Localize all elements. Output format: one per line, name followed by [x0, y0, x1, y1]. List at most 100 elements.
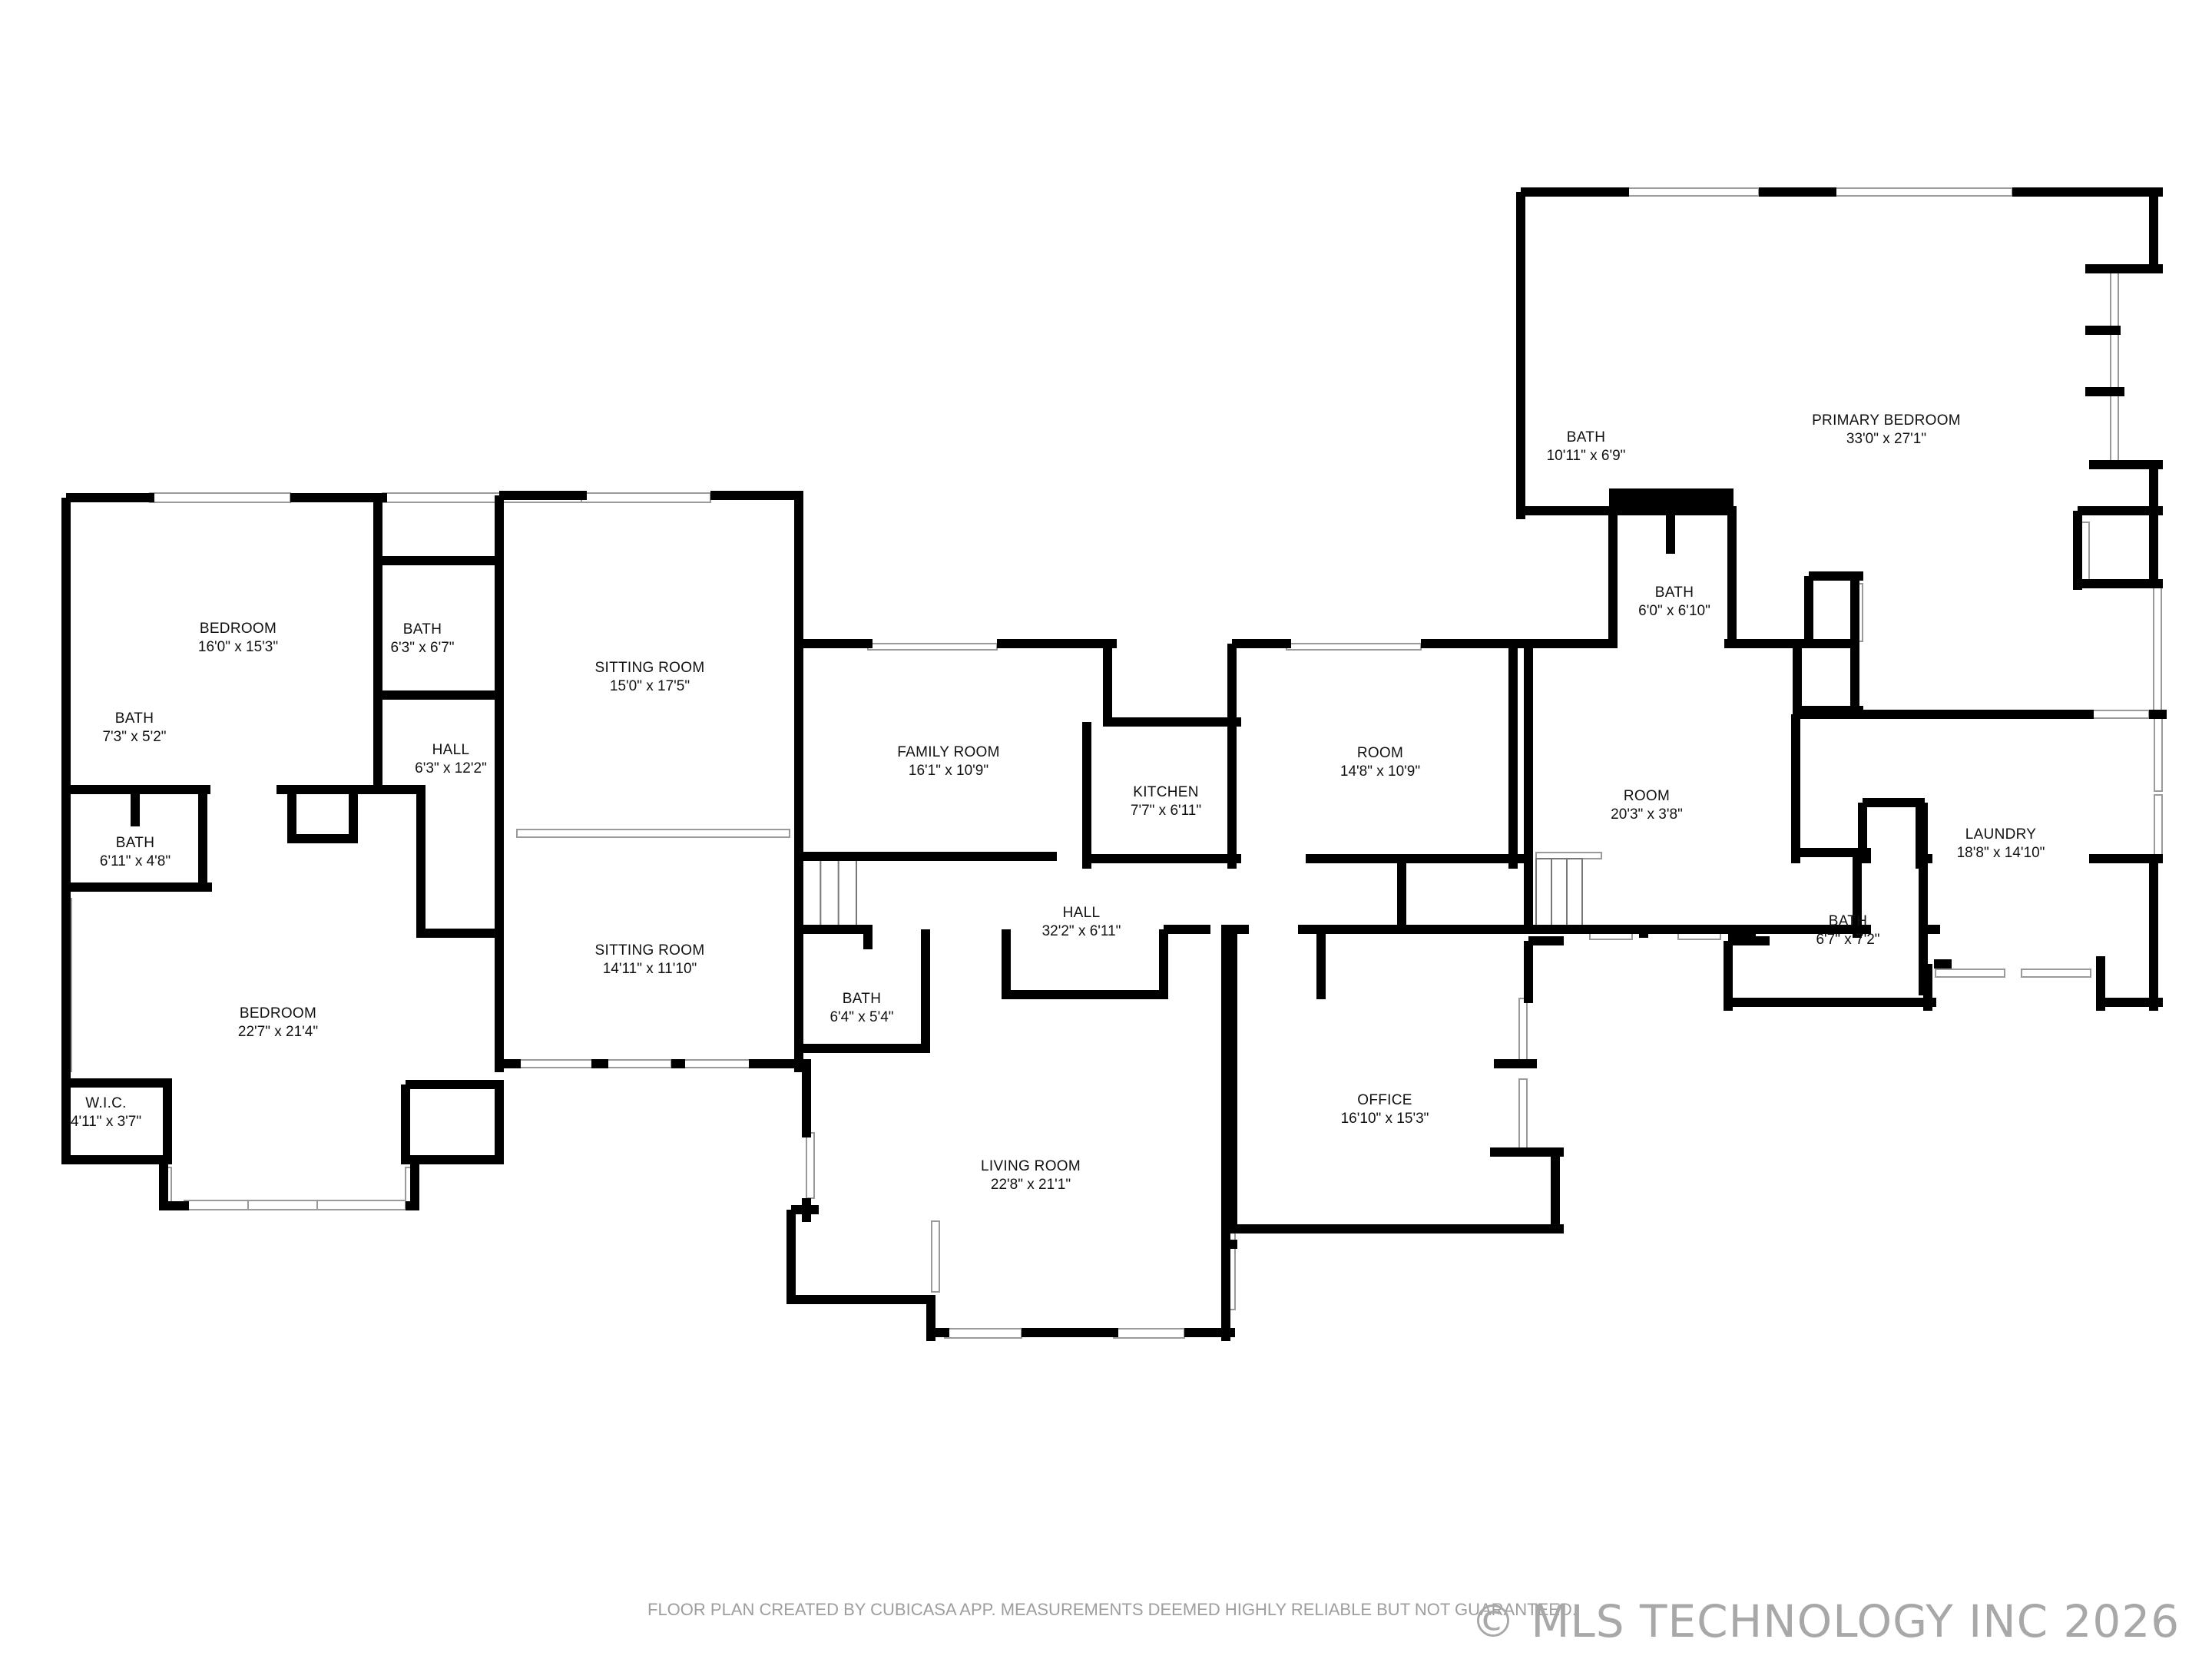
room-label-sitting-room-2: SITTING ROOM 14'11" x 11'10": [595, 942, 705, 979]
wall: [2101, 998, 2163, 1007]
room-name: LIVING ROOM: [981, 1158, 1081, 1174]
wall: [2078, 579, 2163, 588]
room-dimensions: 16'1" x 10'9": [908, 763, 989, 779]
window: [2088, 710, 2150, 719]
wall: [1227, 644, 1237, 869]
wall: [1524, 644, 1533, 934]
wall: [791, 1205, 819, 1214]
wall: [2149, 859, 2158, 1011]
wall: [2149, 710, 2167, 719]
wall: [66, 493, 154, 502]
room-dimensions: 15'0" x 17'5": [609, 678, 690, 694]
room-name: BEDROOM: [199, 621, 277, 637]
room-name: BATH: [115, 835, 155, 851]
room-dimensions: 22'8" x 21'1": [990, 1177, 1071, 1193]
room-dimensions: 6'3" x 6'7": [390, 640, 455, 656]
wall: [1727, 584, 1737, 648]
room-name: SITTING ROOM: [594, 942, 705, 959]
window: [1624, 187, 1760, 197]
wall: [1298, 925, 1533, 934]
wall: [2078, 506, 2163, 515]
stairs-layer: [802, 858, 1583, 932]
wall: [1793, 644, 1802, 719]
wall: [1108, 854, 1241, 863]
wall: [1809, 571, 1863, 581]
wall: [799, 925, 873, 934]
wall: [159, 1160, 168, 1210]
wall: [1490, 1147, 1564, 1157]
room-name: HALL: [1062, 905, 1101, 921]
wall: [671, 1059, 685, 1068]
room-label-family-room: FAMILY ROOM 16'1" x 10'9": [897, 743, 1000, 780]
wall: [287, 790, 296, 843]
wall: [495, 1084, 504, 1164]
wall: [1022, 1328, 1118, 1337]
window: [944, 1328, 1022, 1339]
room-dimensions: 16'10" x 15'3": [1340, 1111, 1429, 1127]
wall: [198, 790, 207, 892]
wall: [495, 495, 504, 1072]
wall: [1528, 925, 1871, 934]
room-dimensions: 18'8" x 14'10": [1956, 845, 2045, 861]
room-dimensions: 32'2" x 6'11": [1041, 923, 1121, 939]
wall: [2089, 460, 2163, 469]
window: [2153, 587, 2162, 715]
wall: [1521, 187, 1629, 197]
wall: [1796, 848, 1871, 857]
wall: [2149, 192, 2158, 273]
window: [1935, 969, 2005, 978]
wall: [1397, 859, 1406, 934]
wall: [2085, 326, 2121, 335]
wall: [1524, 941, 1533, 1003]
wall: [1316, 929, 1326, 999]
wall: [1528, 936, 1564, 945]
room-dimensions: 33'0" x 27'1": [1846, 431, 1927, 447]
wall: [2085, 387, 2124, 396]
wall: [1801, 639, 1859, 648]
wall: [786, 1210, 796, 1304]
window: [149, 492, 291, 503]
room-name: W.I.C.: [85, 1095, 127, 1111]
room-name: FAMILY ROOM: [897, 744, 1000, 760]
stairs: [802, 858, 857, 932]
room-name: BATH: [1654, 584, 1694, 601]
wall: [499, 491, 587, 500]
wall: [1727, 511, 1737, 596]
wall: [1232, 639, 1291, 648]
wall: [1724, 941, 1733, 1011]
wall: [2012, 187, 2163, 197]
wall: [1233, 1224, 1564, 1233]
wall: [1728, 929, 1756, 938]
window: [1286, 643, 1422, 651]
room-label-hall-1: HALL 6'3" x 12'2": [415, 741, 487, 778]
window: [1518, 1078, 1528, 1149]
room-dimensions: 14'11" x 11'10": [602, 961, 697, 977]
wall: [1863, 798, 1925, 807]
wall: [2073, 511, 2082, 590]
room-name: HALL: [432, 742, 470, 758]
wall: [1728, 936, 1770, 945]
room-dimensions: 6'3" x 12'2": [415, 760, 487, 777]
wall: [1791, 714, 1800, 863]
window: [2021, 969, 2091, 978]
room-label-living-room: LIVING ROOM 22'8" x 21'1": [981, 1157, 1081, 1194]
wall: [1609, 488, 1734, 515]
wall: [799, 852, 1057, 861]
wall: [406, 1080, 504, 1089]
window: [1535, 852, 1602, 859]
room-label-wic: W.I.C.4'11" x 3'7": [71, 1094, 141, 1131]
room-name: BATH: [402, 621, 442, 637]
wall: [1516, 192, 1525, 519]
room-dimensions: 22'7" x 21'4": [237, 1024, 319, 1040]
wall: [66, 882, 212, 892]
window: [931, 1220, 940, 1293]
wall: [710, 491, 803, 500]
